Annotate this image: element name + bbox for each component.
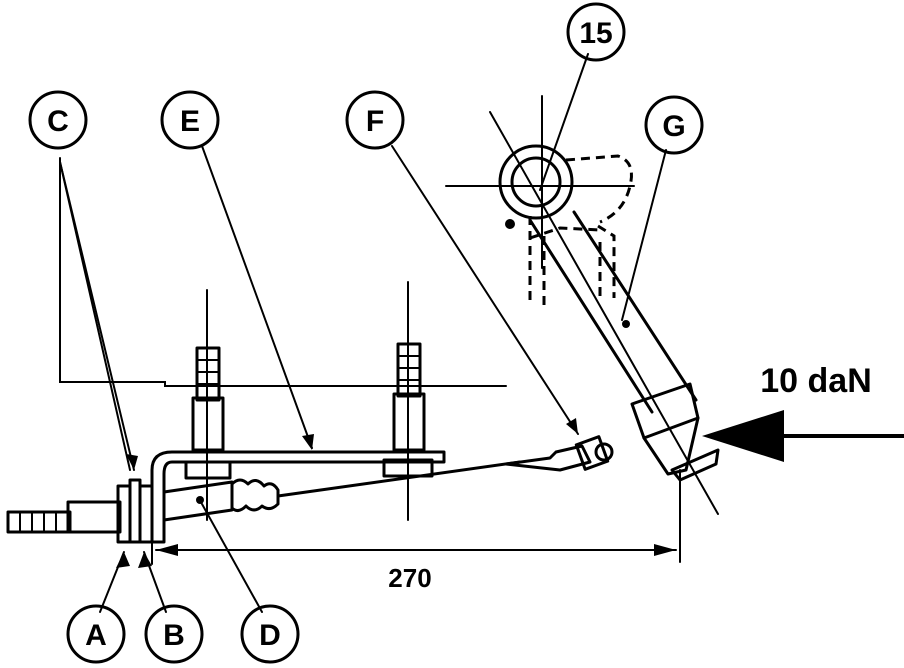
- callout-e: E: [160, 90, 220, 150]
- callout-g-label: G: [662, 110, 685, 143]
- callout-f-label: F: [366, 105, 384, 138]
- callout-c: C: [28, 90, 88, 150]
- callout-b: B: [144, 604, 204, 664]
- callout-f: F: [345, 90, 405, 150]
- cable-pin-dot: [196, 496, 204, 504]
- right-stud: [392, 342, 426, 452]
- callout-15-label: 15: [579, 17, 612, 50]
- inner-cable: [276, 435, 614, 498]
- leader-lines: [59, 53, 667, 613]
- cable-housing: [6, 478, 280, 544]
- callout-g: G: [644, 95, 704, 155]
- callout-15: 15: [566, 2, 626, 62]
- dashed-bracket-outline: [528, 154, 633, 306]
- force-label: 10 daN: [760, 362, 872, 400]
- pivot-pin-dot: [505, 219, 515, 229]
- callout-c-label: C: [47, 105, 69, 138]
- callout-a: A: [66, 604, 126, 664]
- dimension-270: 270: [151, 469, 681, 593]
- callout-e-label: E: [180, 105, 200, 138]
- arm-pin-dot: [622, 320, 630, 328]
- callout-d: D: [240, 604, 300, 664]
- callout-b-label: B: [163, 619, 185, 652]
- left-stud: [191, 346, 225, 452]
- dimension-label: 270: [388, 563, 431, 593]
- bracket-e: [150, 450, 446, 544]
- callout-d-label: D: [259, 619, 281, 652]
- center-lines: [59, 95, 719, 521]
- pedal-arm-g: [498, 144, 720, 482]
- callout-a-label: A: [85, 619, 107, 652]
- force-arrow: 10 daN: [702, 362, 904, 462]
